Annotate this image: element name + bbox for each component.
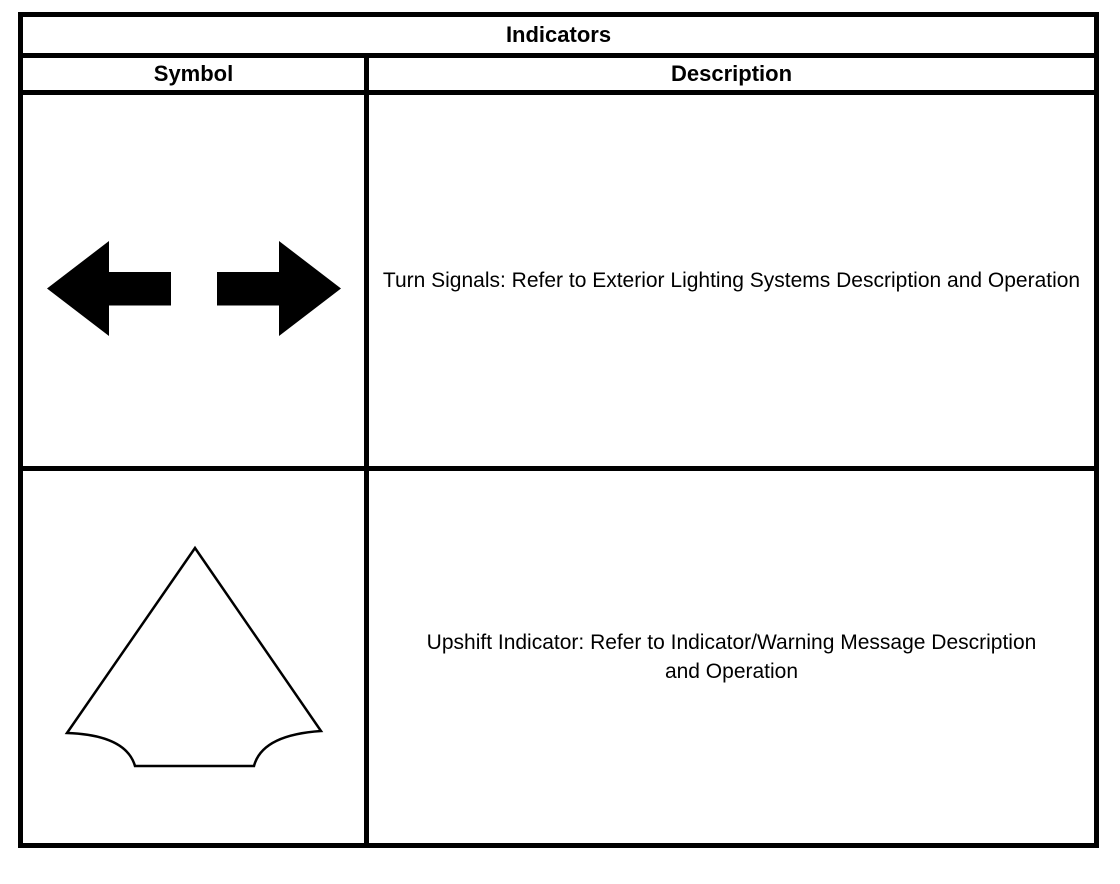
table-row-turn-signals: Turn Signals: Refer to Exterior Lighting…: [18, 89, 1100, 472]
table-title: Indicators: [17, 12, 1100, 58]
upshift-arrowhead-icon: [64, 545, 323, 768]
description-cell-upshift: Upshift Indicator: Refer to Indicator/Wa…: [363, 466, 1100, 848]
symbol-cell-turn-signals: [18, 89, 369, 472]
turn-right-arrow-icon: [216, 240, 341, 336]
turn-signals-description: Turn Signals: Refer to Exterior Lighting…: [382, 269, 1081, 293]
description-cell-turn-signals: Turn Signals: Refer to Exterior Lighting…: [363, 89, 1100, 472]
upshift-symbol: [26, 545, 362, 769]
turn-left-arrow-icon: [46, 240, 171, 336]
column-header-row: Symbol Description: [18, 52, 1100, 95]
symbol-cell-upshift: [18, 466, 369, 848]
upshift-indicator-description: Upshift Indicator: Refer to Indicator/Wa…: [426, 631, 1037, 684]
column-header-description: Description: [363, 52, 1100, 95]
table-title-row: Indicators: [17, 12, 1100, 58]
table-row-upshift-indicator: Upshift Indicator: Refer to Indicator/Wa…: [18, 466, 1100, 848]
turn-signal-arrows: [26, 240, 362, 337]
indicators-table: Indicators Symbol Description Turn Signa…: [17, 12, 1100, 848]
column-header-symbol: Symbol: [18, 52, 369, 95]
